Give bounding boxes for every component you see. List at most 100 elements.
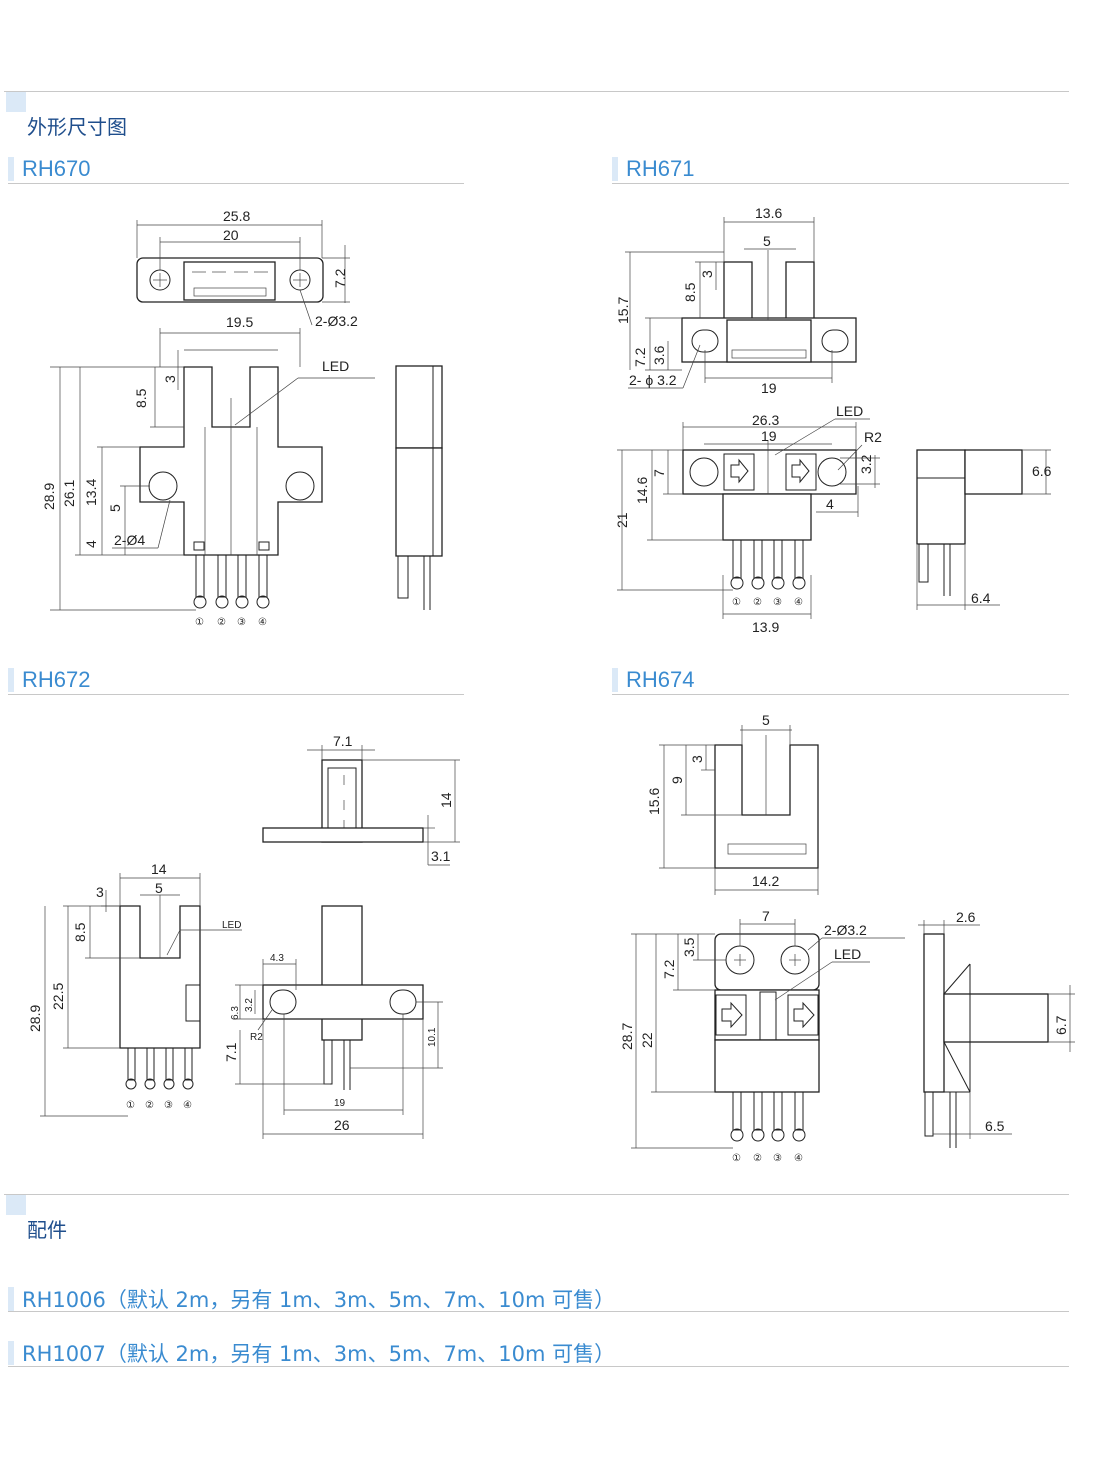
rh672-dim-26: 26	[334, 1117, 350, 1133]
rh672-pin-1: ①	[126, 1100, 135, 1111]
rh671-dim-14-6: 14.6	[634, 477, 650, 504]
accessory-marker	[8, 1341, 14, 1365]
rh674-pin-1: ①	[732, 1153, 741, 1164]
product-title-rh670: RH670	[22, 156, 91, 181]
rh670-dim-28-9: 28.9	[41, 483, 57, 510]
rh670-pin-1: ①	[195, 617, 204, 628]
rh671-dim-13-6: 13.6	[755, 205, 782, 221]
section-title-dimensions: 外形尺寸图	[27, 115, 127, 139]
rh672-dim-10-1: 10.1	[427, 1027, 438, 1047]
rh674-drawing: 5 15.6 9 3 14.2 ① ② ③ ④ 7	[619, 712, 1075, 1164]
rh670-dim-5: 5	[107, 504, 123, 512]
rh672-dim-7-1: 7.1	[333, 733, 353, 749]
rh672-dim-6-3: 6.3	[230, 1006, 241, 1020]
rh670-dim-3: 3	[162, 375, 178, 383]
rh671-dim-8-5: 8.5	[682, 282, 698, 302]
rh671-dim-13-9: 13.9	[752, 619, 779, 635]
rh671-dim-21: 21	[614, 512, 630, 528]
rh674-dim-7-2: 7.2	[661, 959, 677, 979]
rh670-dim-8-5: 8.5	[133, 388, 149, 408]
product-underline	[8, 183, 464, 184]
rh670-dim-13-4: 13.4	[83, 479, 99, 506]
product-title-rh672: RH672	[22, 667, 91, 692]
product-title-rh671: RH671	[626, 156, 695, 181]
rh670-label-led: LED	[322, 358, 349, 374]
rh672-dim-7-1: 7.1	[223, 1042, 239, 1062]
rh674-pin-4: ④	[794, 1153, 803, 1164]
rh670-dim-26-1: 26.1	[61, 480, 77, 507]
rh672-pin-4: ④	[183, 1100, 192, 1111]
rh671-dim-5: 5	[763, 233, 771, 249]
rh674-pin-2: ②	[753, 1153, 762, 1164]
rh672-dim-22-5: 22.5	[50, 983, 66, 1010]
rh671-pin-1: ①	[732, 597, 741, 608]
rh672-dim-3-1: 3.1	[431, 848, 451, 864]
rh671-dim-3: 3	[699, 270, 715, 278]
rh672-label-led: LED	[222, 920, 241, 931]
rh671-label-led: LED	[836, 403, 863, 419]
rh672-dim-3-2: 3.2	[244, 998, 255, 1012]
product-marker	[612, 668, 618, 692]
section-title-accessories: 配件	[27, 1218, 67, 1242]
product-marker	[612, 157, 618, 181]
rh674-dim-6-5: 6.5	[985, 1118, 1005, 1134]
rh672-pin-2: ②	[145, 1100, 154, 1111]
rh670-drawing: 25.8 20 7.2 2-Ø3.2 ① ② ③ ④ 19.5 LED 8.5	[41, 208, 443, 628]
rh671-pin-3: ③	[773, 597, 782, 608]
section-marker	[6, 1195, 26, 1215]
rh671-dim-26-3: 26.3	[752, 412, 779, 428]
rh671-dim-15-7: 15.7	[615, 297, 631, 324]
rh671-dim-holes: 2- ϕ 3.2	[629, 372, 677, 388]
product-title-rh674: RH674	[626, 667, 695, 692]
rh671-pin-2: ②	[753, 597, 762, 608]
rh672-dim-5: 5	[155, 880, 163, 896]
rh674-pin-3: ③	[773, 1153, 782, 1164]
rh674-dim-3: 3	[689, 755, 705, 763]
rh674-dim-2-6: 2.6	[956, 909, 976, 925]
rh670-pin-4: ④	[258, 617, 267, 628]
rh672-dim-28-9: 28.9	[27, 1005, 43, 1032]
rh670-dim-pin-holes: 2-Ø4	[114, 532, 145, 548]
rh671-dim-3-2: 3.2	[858, 454, 874, 474]
rh670-dim-7-2: 7.2	[332, 268, 348, 288]
rh670-dim-holes: 2-Ø3.2	[315, 313, 358, 329]
rh674-dim-9: 9	[669, 776, 685, 784]
rh672-label-r2: R2	[250, 1032, 263, 1043]
rh672-dim-3: 3	[96, 884, 104, 900]
rh670-dim-19-5: 19.5	[226, 314, 253, 330]
rh671-dim-7: 7	[651, 469, 667, 477]
rh670-pin-2: ②	[217, 617, 226, 628]
top-divider	[4, 91, 1069, 92]
rh672-dim-14: 14	[438, 792, 454, 808]
rh672-dim-14: 14	[151, 861, 167, 877]
rh670-dim-20: 20	[223, 227, 239, 243]
rh671-dim-6-6: 6.6	[1032, 463, 1052, 479]
rh671-dim-19-front: 19	[761, 428, 777, 444]
rh672-dim-19: 19	[334, 1098, 346, 1109]
rh674-dim-holes: 2-Ø3.2	[824, 922, 867, 938]
accessory-rh1006: RH1006（默认 2m，另有 1m、3m、5m、7m、10m 可售）	[22, 1288, 616, 1312]
product-underline	[8, 694, 464, 695]
rh674-label-led: LED	[834, 946, 861, 962]
section-marker	[6, 92, 26, 112]
rh670-pin-3: ③	[237, 617, 246, 628]
rh674-dim-5: 5	[762, 712, 770, 728]
rh671-dim-4: 4	[826, 496, 834, 512]
rh671-dim-3-6: 3.6	[651, 345, 667, 365]
rh670-dim-25-8: 25.8	[223, 208, 250, 224]
rh671-dim-7-2: 7.2	[632, 347, 648, 367]
rh672-drawing: 7.1 14 3.1 ① ② ③ ④ 14 5 3 8.5 LED	[27, 733, 460, 1139]
rh674-dim-22: 22	[639, 1032, 655, 1048]
product-underline	[612, 183, 1069, 184]
rh671-drawing: 13.6 5 15.7 8.5 3 7.2 3.6 2- ϕ 3.2 19	[614, 205, 1052, 635]
accessory-underline	[8, 1311, 1069, 1312]
accessory-marker	[8, 1287, 14, 1311]
rh670-dim-4: 4	[83, 540, 99, 548]
accessory-underline	[8, 1366, 1069, 1367]
rh671-dim-19-top: 19	[761, 380, 777, 396]
product-marker	[8, 668, 14, 692]
rh671-dim-6-4: 6.4	[971, 590, 991, 606]
rh674-dim-7: 7	[762, 908, 770, 924]
product-marker	[8, 157, 14, 181]
